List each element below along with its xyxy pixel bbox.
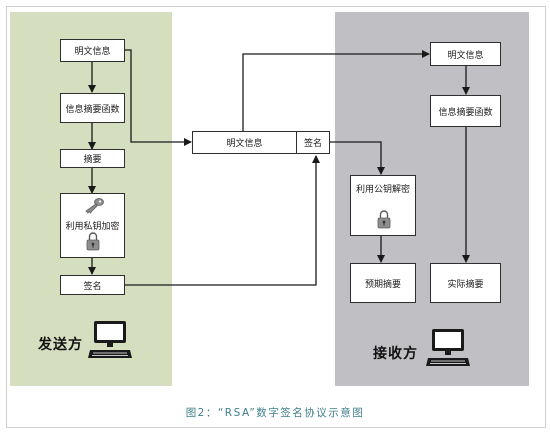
transmission-plaintext-label: 明文信息 bbox=[226, 139, 263, 149]
sender-digest-function-label: 信息摘要函数 bbox=[65, 104, 120, 115]
receiver-actual-digest-box: 实际摘要 bbox=[430, 263, 501, 303]
arrow-signature-to-decrypt bbox=[330, 141, 385, 175]
transmission-plaintext-box: 明文信息 bbox=[192, 131, 297, 154]
lock-icon bbox=[377, 210, 391, 229]
computer-icon bbox=[426, 329, 470, 366]
arrow-plaintext-to-transmission bbox=[125, 49, 192, 146]
sender-encrypt-label: 利用私钥加密 bbox=[65, 222, 120, 232]
sender-digest-label: 摘要 bbox=[83, 155, 102, 165]
figure-caption: 图2：“RSA”数字签名协议示意图 bbox=[185, 407, 365, 419]
sender-signature-box: 签名 bbox=[60, 275, 125, 295]
sender-encrypt-box: 利用私钥加密 bbox=[60, 193, 125, 258]
receiver-expected-digest-box: 预期摘要 bbox=[350, 263, 416, 303]
sender-signature-label: 签名 bbox=[83, 281, 102, 292]
transmission-signature-label: 签名 bbox=[303, 139, 322, 149]
arrow-transmission-to-receiver-plaintext bbox=[242, 50, 430, 131]
receiver-decrypt-label: 利用公钥解密 bbox=[355, 185, 410, 195]
receiver-decrypt-box: 利用公钥解密 bbox=[350, 175, 416, 236]
transmission-signature-box: 签名 bbox=[296, 131, 330, 154]
arrow-signature-to-transmission bbox=[125, 155, 320, 286]
sender-plaintext-box: 明文信息 bbox=[60, 39, 125, 62]
key-icon bbox=[85, 198, 104, 214]
receiver-digest-function-box: 信息摘要函数 bbox=[430, 95, 501, 127]
receiver-digest-function-label: 信息摘要函数 bbox=[438, 107, 493, 118]
receiver-plaintext-box: 明文信息 bbox=[430, 42, 501, 66]
sender-digest-function-box: 信息摘要函数 bbox=[60, 93, 125, 123]
receiver-plaintext-label: 明文信息 bbox=[447, 50, 484, 61]
computer-icon bbox=[88, 321, 132, 358]
lock-icon bbox=[86, 232, 100, 251]
receiver-label: 接收方 bbox=[373, 346, 418, 362]
sender-digest-box: 摘要 bbox=[60, 149, 125, 168]
receiver-actual-digest-label: 实际摘要 bbox=[447, 279, 484, 290]
sender-label: 发送方 bbox=[38, 337, 83, 353]
sender-plaintext-label: 明文信息 bbox=[74, 47, 111, 57]
receiver-expected-digest-label: 预期摘要 bbox=[364, 279, 401, 290]
